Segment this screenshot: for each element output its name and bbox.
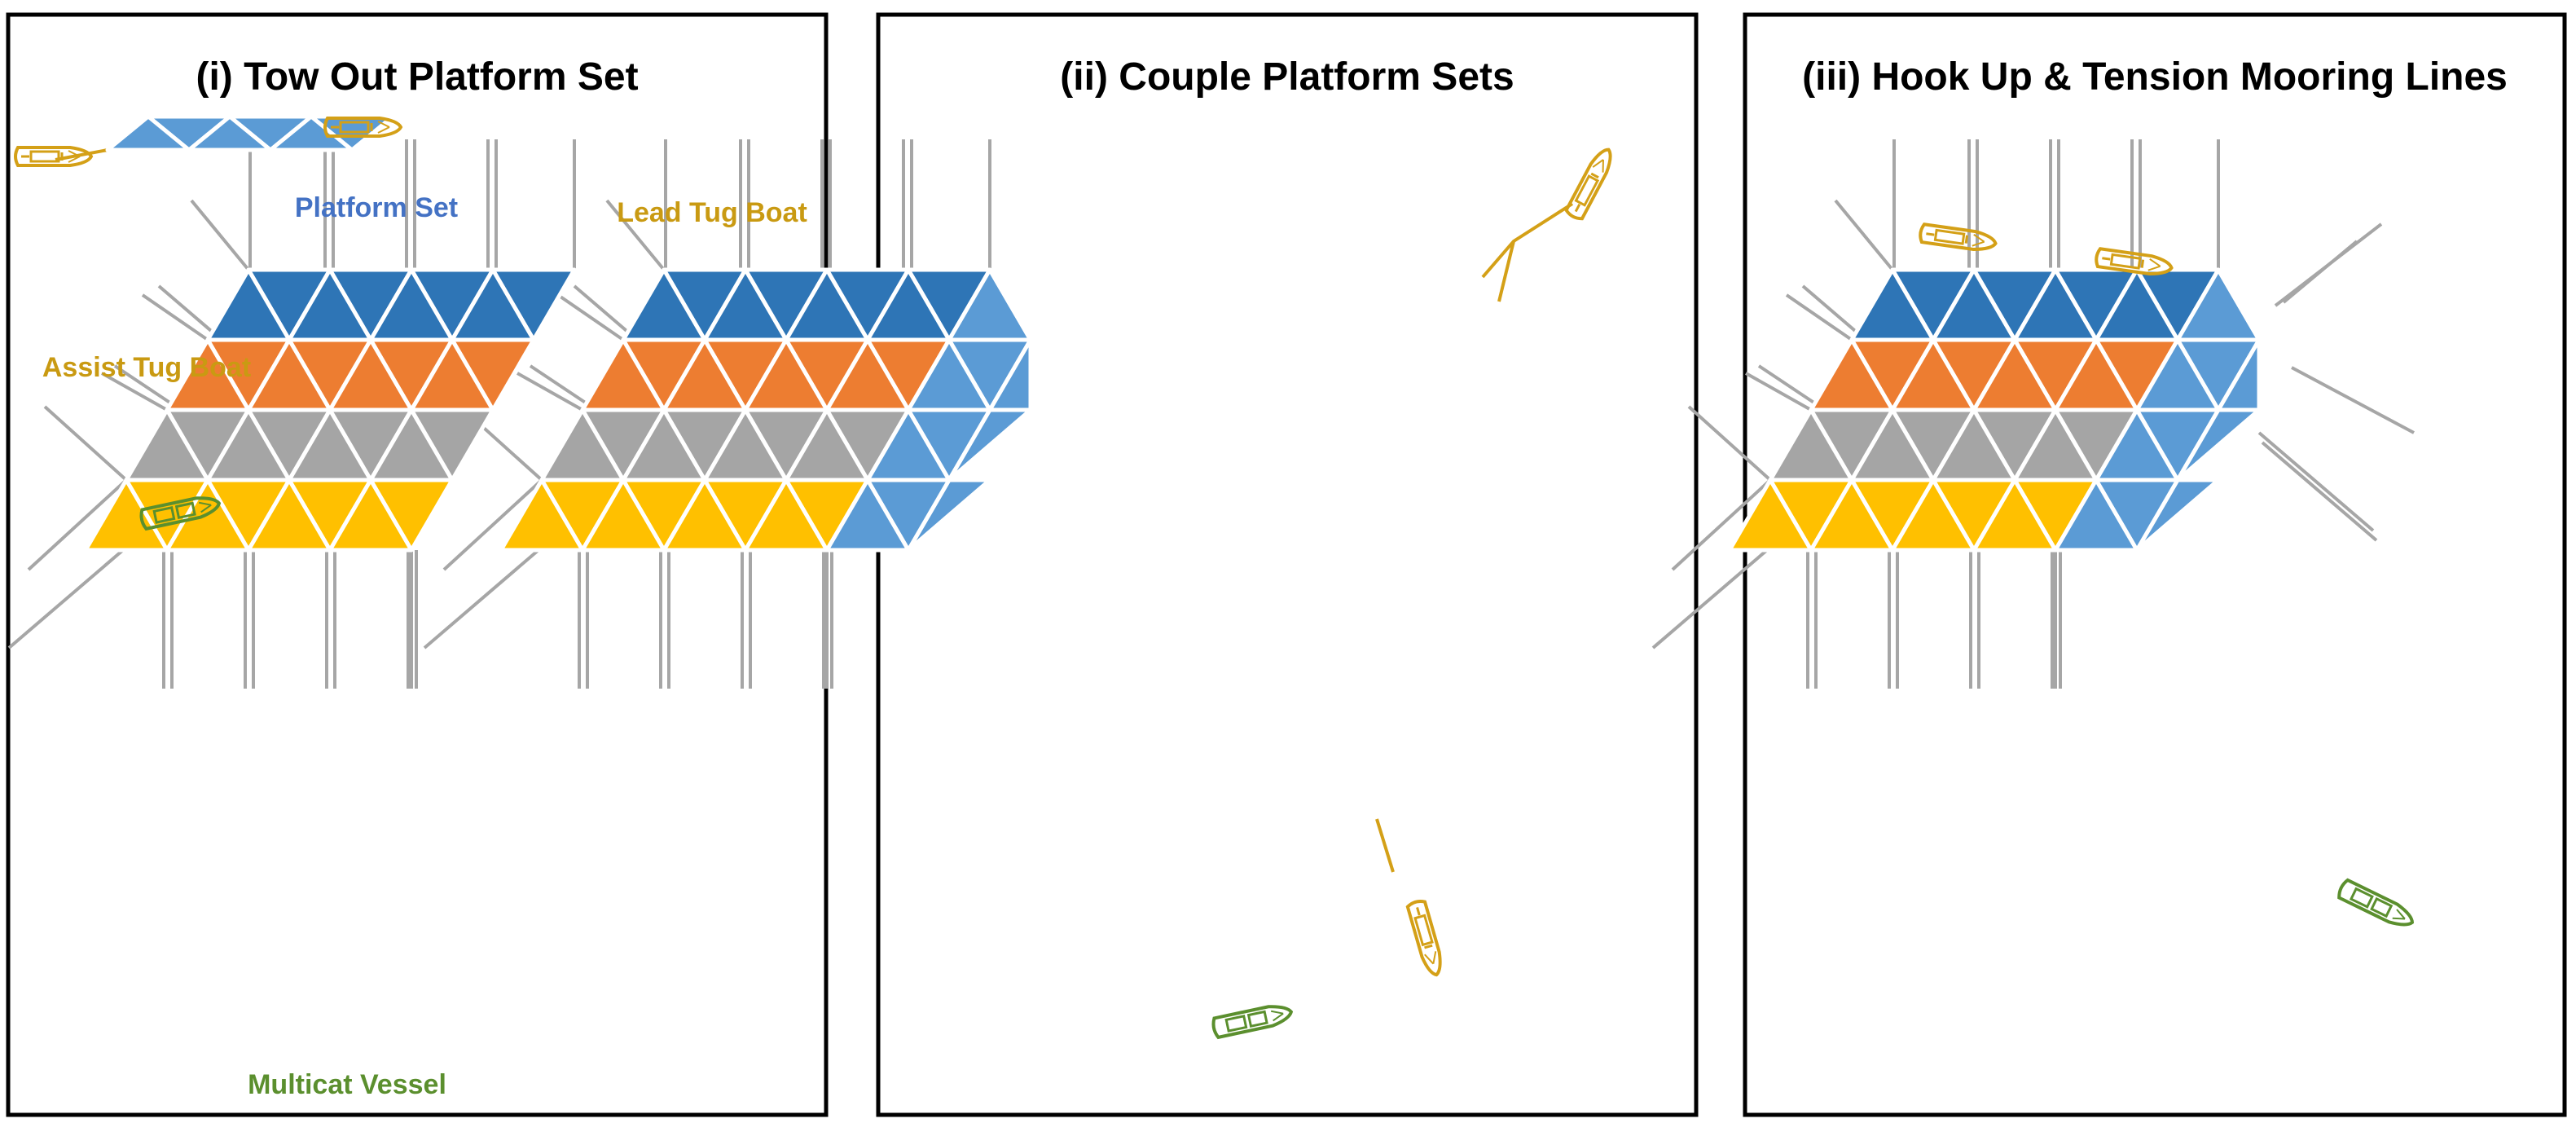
mooring-line bbox=[442, 478, 543, 571]
assist-tug-label: Assist Tug Boat bbox=[42, 352, 251, 383]
coupled-set-p2-triangle bbox=[947, 407, 1033, 482]
panel-3-mooring-lines bbox=[1651, 139, 2415, 689]
platform-row-triangle bbox=[580, 478, 666, 553]
platform-row-triangle bbox=[327, 478, 414, 553]
platform-set-label: Platform Set bbox=[295, 192, 458, 223]
panel-3-title: (iii) Hook Up & Tension Mooring Lines bbox=[1802, 55, 2508, 99]
coupled-set-p3-triangle bbox=[2175, 407, 2262, 482]
mooring-line bbox=[7, 548, 125, 650]
mooring-line bbox=[1651, 548, 1769, 650]
mooring-line bbox=[517, 372, 583, 412]
mooring-line bbox=[101, 372, 168, 412]
mooring-line bbox=[1745, 372, 1812, 412]
mooring-line bbox=[2261, 441, 2378, 542]
platform-triangles bbox=[83, 114, 2262, 553]
lead-tug-label: Lead Tug Boat bbox=[617, 197, 807, 228]
platform-row-triangle bbox=[1727, 478, 1813, 553]
platform-set-tow-triangle bbox=[105, 114, 191, 152]
coupled-set-p2-triangle bbox=[824, 478, 911, 553]
coupled-set-p2-triangle bbox=[987, 267, 1033, 342]
platform-row-triangle bbox=[743, 478, 829, 553]
platform-set-tow-triangle bbox=[268, 114, 354, 152]
mooring-line bbox=[423, 548, 540, 650]
panel-1-title: (i) Tow Out Platform Set bbox=[196, 55, 638, 99]
platform-row-triangle bbox=[499, 478, 585, 553]
panel-2-mooring-lines bbox=[423, 139, 991, 689]
mooring-line bbox=[529, 364, 591, 407]
mooring-line bbox=[157, 284, 218, 337]
mooring-line bbox=[1687, 405, 1772, 482]
platform-set-tow-triangle bbox=[187, 114, 273, 152]
mooring-line bbox=[556, 293, 625, 341]
mooring-line bbox=[141, 293, 209, 341]
platform-row-triangle bbox=[1809, 478, 1895, 553]
mooring-line bbox=[605, 199, 666, 271]
panel-3-frame bbox=[1743, 12, 2567, 1117]
panel-2-frame bbox=[876, 12, 1699, 1117]
assist-tow-line bbox=[55, 148, 108, 161]
platform-row-triangle bbox=[83, 478, 169, 553]
platform-row-triangle bbox=[246, 478, 332, 553]
mooring-line bbox=[1834, 199, 1894, 271]
platform-row-triangle bbox=[1972, 478, 2058, 553]
mooring-line bbox=[2291, 366, 2415, 434]
mooring-line bbox=[190, 199, 250, 271]
platform-row-triangle bbox=[1890, 478, 1976, 553]
coupled-set-p3-triangle bbox=[2216, 267, 2262, 342]
mooring-line bbox=[2274, 222, 2383, 307]
mooring-line bbox=[113, 364, 175, 407]
mooring-line bbox=[1801, 284, 1862, 337]
multicat-vessel-label: Multicat Vessel bbox=[248, 1069, 446, 1100]
tow-line bbox=[1375, 818, 1395, 873]
mooring-line bbox=[1785, 293, 1853, 341]
panel-1-mooring-lines bbox=[7, 139, 576, 689]
panel-2-title: (ii) Couple Platform Sets bbox=[1060, 55, 1514, 99]
coupled-set-p3-triangle bbox=[2053, 478, 2139, 553]
mooring-line bbox=[1671, 478, 1772, 571]
mooring-line bbox=[43, 405, 128, 482]
mooring-line bbox=[1757, 364, 1819, 407]
mooring-line bbox=[27, 478, 128, 571]
mooring-line bbox=[573, 284, 633, 337]
mooring-line bbox=[2257, 431, 2375, 532]
tow-line bbox=[1497, 240, 1515, 302]
platform-row-triangle bbox=[662, 478, 748, 553]
